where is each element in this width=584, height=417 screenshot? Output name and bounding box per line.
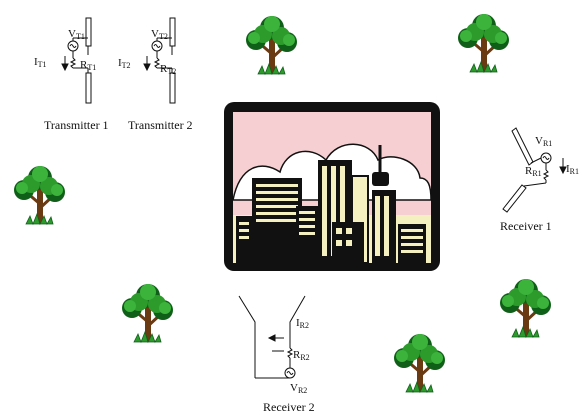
t1-labels: VT1 IT1 RT1 <box>34 28 96 72</box>
transmitter-2-circuit <box>143 17 176 104</box>
resistor-icon <box>286 347 294 359</box>
t1-resistor-label: RT1 <box>80 59 96 72</box>
t1-voltage-label: VT1 <box>68 28 85 41</box>
antenna-icon <box>169 17 176 47</box>
t1-current-label: IT1 <box>34 56 47 69</box>
resistor-icon <box>69 57 77 69</box>
resistor-icon <box>153 57 161 69</box>
antenna-icon <box>85 72 92 104</box>
transmitter-2-label: Transmitter 2 <box>128 118 193 132</box>
tree-icon <box>120 282 175 344</box>
t2-voltage-label: VT2 <box>151 28 168 41</box>
receiver-2-label: Receiver 2 <box>263 400 315 414</box>
tree-icon <box>244 14 299 76</box>
r1-labels: VR1 IR1 RR1 <box>525 135 579 178</box>
antenna-icon <box>511 127 534 166</box>
antenna-icon <box>169 72 176 104</box>
r1-current-label: IR1 <box>566 163 579 176</box>
t2-labels: VT2 IT2 RT2 <box>118 28 176 76</box>
receiver-2-circuit <box>238 295 306 379</box>
r2-current-label: IR2 <box>296 317 309 330</box>
r2-voltage-label: VR2 <box>290 382 307 395</box>
tree-icon <box>392 332 447 394</box>
receiver-1-label: Receiver 1 <box>500 219 552 233</box>
r1-voltage-label: VR1 <box>535 135 552 148</box>
transmitter-1-label: Transmitter 1 <box>44 118 109 132</box>
city-skyline-icon <box>224 102 440 271</box>
tree-icon <box>12 164 67 226</box>
tree-icon <box>498 277 553 339</box>
t2-current-label: IT2 <box>118 57 131 70</box>
receiver-1-circuit <box>502 127 567 213</box>
r2-labels: IR2 RR2 VR2 <box>290 317 310 395</box>
tree-icon <box>456 12 511 74</box>
r1-resistor-label: RR1 <box>525 165 542 178</box>
antenna-icon <box>238 295 256 378</box>
t2-resistor-label: RT2 <box>160 63 176 76</box>
antenna-icon <box>502 184 527 213</box>
transmitter-1-circuit <box>61 17 92 104</box>
r2-resistor-label: RR2 <box>293 349 310 362</box>
resistor-icon <box>542 169 550 181</box>
antenna-icon <box>85 17 92 47</box>
